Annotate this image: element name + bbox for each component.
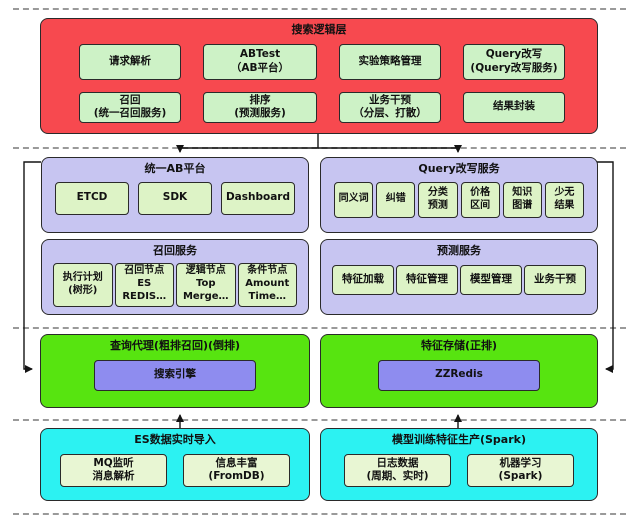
dashed-separator <box>13 419 626 421</box>
recall-service-title: 召回服务 <box>153 244 197 257</box>
prediction-service-title: 预测服务 <box>437 244 481 257</box>
box-abtest: ABTest （AB平台） <box>203 43 317 80</box>
section-feature-storage: 特征存储(正排) ZZRedis <box>320 334 598 408</box>
box-query-rewrite: Query改写 (Query改写服务) <box>463 43 565 80</box>
box-price-range: 价格 区间 <box>460 181 500 218</box>
query-proxy-title: 查询代理(粗排召回)(倒排) <box>109 339 241 352</box>
box-zzredis: ZZRedis <box>378 359 540 391</box>
search-logic-title: 搜索逻辑层 <box>291 23 347 36</box>
model-training-title: 模型训练特征生产(Spark) <box>391 433 526 446</box>
dashed-separator <box>13 8 626 10</box>
section-query-proxy: 查询代理(粗排召回)(倒排) 搜索引擎 <box>40 334 310 408</box>
section-ab-platform: 统一AB平台 ETCD SDK Dashboard <box>41 157 309 233</box>
box-knowledge-graph: 知识 图谱 <box>502 181 542 218</box>
dashed-separator <box>13 327 626 329</box>
arrow-right-bracket <box>597 161 614 373</box>
box-recall: 召回 (统一召回服务) <box>79 91 181 123</box>
section-query-rewrite-service: Query改写服务 同义词 纠错 分类 预测 价格 区间 知识 图谱 少无 结果 <box>320 157 598 233</box>
dashed-separator <box>13 513 626 515</box>
box-dashboard: Dashboard <box>221 181 295 215</box>
box-feature-manage: 特征管理 <box>396 264 458 295</box>
box-business-intervention: 业务干预 （分层、打散） <box>339 91 441 123</box>
box-class-predict: 分类 预测 <box>418 181 458 218</box>
box-sdk: SDK <box>138 181 212 215</box>
box-request-parse: 请求解析 <box>79 43 181 80</box>
prediction-service-row: 特征加载 特征管理 模型管理 业务干预 <box>332 264 586 295</box>
box-mq-listen: MQ监听 消息解析 <box>60 453 167 487</box>
section-recall-service: 召回服务 执行计划 (树形) 召回节点 ES REDIS… 逻辑节点 Top M… <box>41 239 309 315</box>
es-import-row: MQ监听 消息解析 信息丰富 (FromDB) <box>41 453 309 487</box>
arrow-red-to-ab <box>176 134 319 153</box>
section-es-import: ES数据实时导入 MQ监听 消息解析 信息丰富 (FromDB) <box>40 428 310 501</box>
box-search-engine: 搜索引擎 <box>94 359 256 391</box>
box-machine-learning: 机器学习 (Spark) <box>467 453 574 487</box>
box-info-enrich: 信息丰富 (FromDB) <box>183 453 290 487</box>
section-model-training: 模型训练特征生产(Spark) 日志数据 (周期、实时) 机器学习 (Spark… <box>320 428 598 501</box>
box-exec-plan: 执行计划 (树形) <box>53 262 113 307</box>
box-synonym: 同义词 <box>334 181 374 218</box>
model-training-row: 日志数据 (周期、实时) 机器学习 (Spark) <box>321 453 597 487</box>
arrow-left-bracket <box>23 161 41 373</box>
search-logic-grid: 请求解析 ABTest （AB平台） 实验策略管理 Query改写 (Query… <box>41 37 597 123</box>
box-logic-node: 逻辑节点 Top Merge… <box>176 262 236 307</box>
box-condition-node: 条件节点 Amount Time… <box>237 262 297 307</box>
recall-service-row: 执行计划 (树形) 召回节点 ES REDIS… 逻辑节点 Top Merge…… <box>53 262 297 307</box>
box-log-data: 日志数据 (周期、实时) <box>344 453 451 487</box>
section-search-logic: 搜索逻辑层 请求解析 ABTest （AB平台） 实验策略管理 Query改写 … <box>40 18 598 134</box>
box-result-packaging: 结果封装 <box>463 91 565 123</box>
box-ranking: 排序 (预测服务) <box>203 91 317 123</box>
box-few-no-result: 少无 结果 <box>544 181 585 218</box>
box-experiment-strategy: 实验策略管理 <box>339 43 441 80</box>
ab-platform-row: ETCD SDK Dashboard <box>55 181 295 215</box>
dashed-separator <box>13 147 626 149</box>
box-error-correct: 纠错 <box>376 181 416 218</box>
box-etcd: ETCD <box>55 181 129 215</box>
box-model-manage: 模型管理 <box>460 264 522 295</box>
section-prediction-service: 预测服务 特征加载 特征管理 模型管理 业务干预 <box>320 239 598 315</box>
box-recall-node: 召回节点 ES REDIS… <box>114 262 174 307</box>
query-rewrite-title: Query改写服务 <box>418 162 500 175</box>
box-biz-intervene: 业务干预 <box>524 264 586 295</box>
feature-storage-title: 特征存储(正排) <box>420 339 498 352</box>
query-rewrite-row: 同义词 纠错 分类 预测 价格 区间 知识 图谱 少无 结果 <box>334 181 585 218</box>
es-import-title: ES数据实时导入 <box>134 433 216 446</box>
ab-platform-title: 统一AB平台 <box>144 162 206 175</box>
box-feature-load: 特征加载 <box>332 264 394 295</box>
